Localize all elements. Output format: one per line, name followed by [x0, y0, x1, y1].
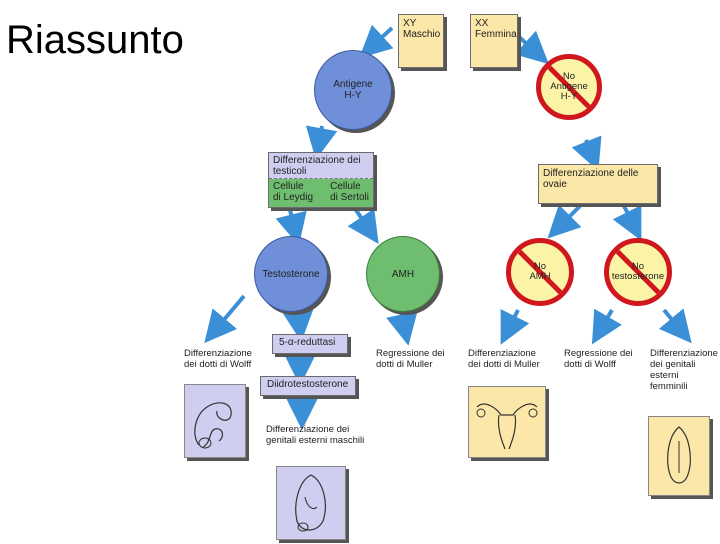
diff-ovaie-label: Differenziazione delle ovaie: [543, 168, 639, 190]
hy-label: H-Y: [560, 91, 578, 102]
diff-genitali-f-line2: dei genitali: [650, 359, 696, 370]
page-title: Riassunto: [6, 18, 184, 62]
xy-male-box: XY Maschio: [398, 14, 444, 68]
ovaie-box: Differenziazione delle ovaie: [538, 164, 658, 204]
arrow-noamh-muller: [500, 308, 530, 345]
diff-genitali-m-line2: genitali esterni maschili: [266, 435, 365, 446]
xx-label: XX: [475, 18, 489, 29]
reduttasi-box: 5-α-reduttasi: [272, 334, 348, 354]
no-label: No: [533, 261, 547, 272]
arrow-xy-antigene: [359, 24, 394, 59]
maschio-label: Maschio: [403, 29, 441, 40]
testosterone-node: Testosterone: [254, 236, 328, 312]
regr-muller-line1: Regressione dei: [376, 348, 445, 359]
no-testosterone-sign: No testosterone: [604, 238, 672, 306]
antigene-hy-node: Antigene H-Y: [314, 50, 392, 130]
cellule-leydig: Cellule di Leydig: [273, 181, 313, 203]
diff-genitali-m-label: Differenziazione dei genitali esterni ma…: [266, 424, 364, 446]
regr-wolff-label: Regressione dei dotti di Wolff: [564, 348, 633, 370]
diff-genitali-f-label: Differenziazione dei genitali esterni fe…: [650, 348, 718, 392]
arrow-notesto-genitali: [658, 308, 692, 344]
no-amh-sign: No AMH: [506, 238, 574, 306]
female-genitalia-illustration: [648, 416, 710, 496]
arrow-testo-wolff: [204, 294, 246, 344]
diff-genitali-m-line1: Differenziazione dei: [266, 424, 350, 435]
antigene-label: Antigene: [333, 79, 373, 90]
amh-label: AMH: [391, 268, 415, 280]
sertoli-label: di Sertoli: [330, 192, 369, 203]
diff-wolff-m-line1: Differenziazione: [184, 348, 252, 359]
diff-muller-f-line1: Differenziazione: [468, 348, 536, 359]
wolff-duct-illustration: [184, 384, 246, 458]
testosterone-label: testosterone: [611, 271, 665, 282]
diff-muller-f-label: Differenziazione dei dotti di Muller: [468, 348, 540, 370]
arrow-ovaie-noamh: [547, 204, 582, 239]
no-label: No: [631, 261, 645, 272]
xx-female-box: XX Femmina: [470, 14, 518, 68]
diff-genitali-f-line1: Differenziazione: [650, 348, 718, 359]
diidrotestosterone-box: Diidrotestosterone: [260, 376, 356, 396]
leydig-label: di Leydig: [273, 192, 314, 203]
arrow-ovaie-notesto: [612, 204, 642, 241]
diff-genitali-f-line4: femminili: [650, 381, 688, 392]
arrow-notesto-wolff: [591, 308, 622, 345]
testosterone-label: Testosterone: [262, 268, 320, 280]
testicoli-box: Differenziazione dei testicoli Cellule d…: [268, 152, 374, 208]
diff-wolff-m-label: Differenziazione dei dotti di Wolff: [184, 348, 252, 370]
femmina-label: Femmina: [475, 29, 517, 40]
reduttasi-label: 5-α-reduttasi: [279, 337, 336, 348]
arrow-noantigene-ovaie: [571, 135, 602, 172]
uterus-illustration: [468, 386, 546, 458]
regr-wolff-line2: dotti di Wolff: [564, 359, 616, 370]
amh-node: AMH: [366, 236, 440, 312]
diff-muller-f-line2: dei dotti di Muller: [468, 359, 540, 370]
male-genitalia-drawing: [295, 474, 326, 532]
xy-label: XY: [403, 18, 417, 29]
uterus-drawing: [476, 403, 538, 450]
arrow-leydig-testosterone: [275, 209, 307, 246]
wolff-duct-drawing: [194, 402, 232, 449]
arrow-antigene-testicoli: [305, 125, 338, 160]
regr-wolff-line1: Regressione dei: [564, 348, 633, 359]
amh-label: AMH: [529, 271, 551, 282]
antigene-label: Antigene: [550, 81, 588, 92]
arrow-xx-noantigene: [514, 30, 549, 65]
no-antigene-sign: No Antigene H-Y: [536, 54, 602, 120]
hy-label: H-Y: [344, 90, 362, 101]
diff-wolff-m-line2: dei dotti di Wolff: [184, 359, 252, 370]
cellule-label: Cellule: [273, 181, 304, 192]
diff-testicoli-label: Differenziazione dei testicoli: [269, 153, 373, 179]
female-genitalia-drawing: [667, 426, 691, 484]
cellule-sertoli: Cellule di Sertoli: [330, 181, 369, 203]
arrow-testo-reduttasi: [281, 308, 314, 342]
regr-muller-line2: dotti di Muller: [376, 359, 433, 370]
diidrotestosterone-label: Diidrotestosterone: [267, 379, 349, 390]
arrow-sertoli-amh: [347, 208, 379, 244]
diff-genitali-f-line3: esterni: [650, 370, 679, 381]
male-genitalia-illustration: [276, 466, 346, 540]
cellule-label: Cellule: [330, 181, 361, 192]
regr-muller-label: Regressione dei dotti di Muller: [376, 348, 445, 370]
no-label: No: [562, 71, 576, 82]
